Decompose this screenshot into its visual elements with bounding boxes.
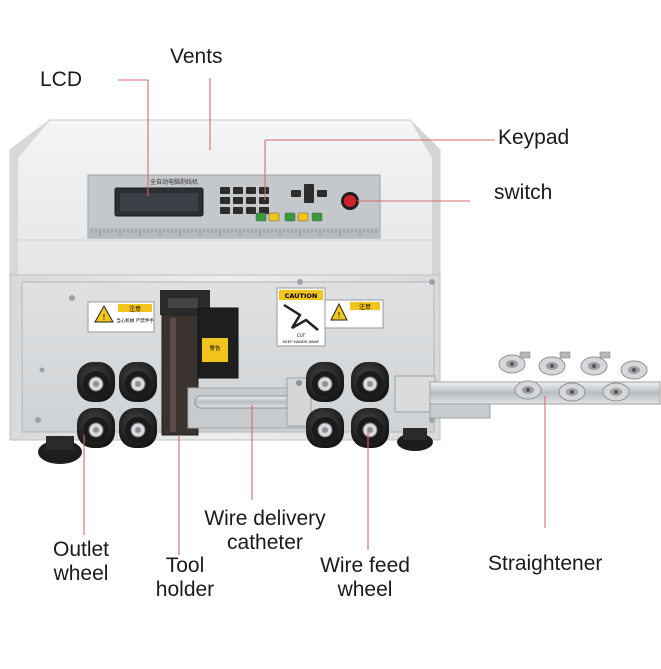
outlet-wheel-label: Outlet wheel — [40, 538, 122, 586]
tool-holder: 警告 — [160, 290, 239, 436]
outlet-wheel-label-line2: wheel — [53, 562, 109, 585]
keypad-key[interactable] — [259, 197, 269, 204]
wire-feed-wheel — [351, 408, 389, 448]
outlet-wheel — [77, 362, 115, 402]
vents-label: Vents — [170, 45, 223, 68]
panel-ruler — [91, 229, 377, 236]
straightener-roller — [580, 356, 608, 376]
function-key[interactable] — [297, 212, 309, 222]
machine-feet — [38, 428, 433, 464]
arrow-key[interactable] — [291, 190, 301, 197]
straightener-roller — [602, 382, 630, 402]
leader-lines — [83, 78, 546, 555]
keypad — [220, 184, 327, 222]
keypad-key[interactable] — [220, 207, 230, 214]
straightener-roller — [558, 382, 586, 402]
panel-header-text: 全自动电脑剥线机 — [150, 178, 198, 186]
keypad-key[interactable] — [246, 187, 256, 194]
straightener-roller — [538, 356, 566, 376]
tool-holder-label: Tool holder — [146, 554, 224, 602]
arrow-key[interactable] — [304, 190, 314, 197]
cut-text: CUT — [297, 333, 306, 338]
lcd-label: LCD — [40, 68, 83, 91]
caution-sign-left: ! 注意 当心机械 严禁伸手 — [87, 301, 155, 333]
svg-text:!: ! — [337, 311, 340, 320]
adjustment-knob — [599, 351, 611, 359]
caution-label: 注意 — [129, 305, 141, 313]
function-key[interactable] — [284, 212, 296, 222]
keypad-key[interactable] — [246, 207, 256, 214]
adjustment-knob — [559, 351, 571, 359]
tool-sticker-text: 警告 — [209, 344, 221, 352]
wire-feed-wheel-label: Wire feed wheel — [306, 554, 424, 602]
power-switch-button[interactable] — [344, 195, 356, 207]
straightener-roller — [514, 380, 542, 400]
caution-sign-center: CAUTION CUT KEEP HANDS AWAY — [276, 287, 326, 347]
catheter-label-line2: catheter — [227, 531, 303, 554]
wire-feed-wheel-label-line1: Wire feed — [320, 554, 410, 577]
arrow-key[interactable] — [317, 190, 327, 197]
outlet-wheel-label-line1: Outlet — [52, 538, 110, 561]
adjustment-knob — [519, 351, 531, 359]
function-key[interactable] — [268, 212, 280, 222]
straightener — [394, 351, 661, 419]
wire-delivery-catheter — [187, 377, 312, 429]
straightener-label: Straightener — [488, 552, 603, 575]
keep-hands-away-text: KEEP HANDS AWAY — [283, 339, 320, 344]
control-panel: 全自动电脑剥线机 — [87, 174, 381, 239]
tool-holder-label-line1: Tool — [165, 554, 205, 577]
caution-sign-right: ! 注意 — [324, 299, 384, 329]
straightener-roller — [498, 354, 526, 374]
function-key[interactable] — [255, 212, 267, 222]
catheter-label-line1: Wire delivery — [204, 507, 326, 530]
switch-label: switch — [494, 181, 553, 204]
svg-text:!: ! — [102, 313, 105, 322]
keypad-key[interactable] — [233, 187, 243, 194]
function-key[interactable] — [311, 212, 323, 222]
tool-holder-label-line2: holder — [155, 578, 215, 601]
wire-feed-wheel — [306, 362, 344, 402]
outlet-wheel — [119, 362, 157, 402]
keypad-key[interactable] — [246, 197, 256, 204]
wire-feed-wheel-label-line2: wheel — [337, 578, 393, 601]
warning-text: 当心机械 严禁伸手 — [116, 317, 154, 324]
keypad-key[interactable] — [233, 197, 243, 204]
caution-center-label: CAUTION — [285, 292, 318, 300]
wire-feed-wheel — [306, 408, 344, 448]
arrow-key[interactable] — [304, 196, 314, 203]
wire-feed-wheel — [351, 362, 389, 402]
keypad-key[interactable] — [259, 187, 269, 194]
straightener-rollers — [498, 351, 648, 402]
wheel-assembly — [77, 362, 389, 448]
tool-holder-sticker — [202, 338, 228, 362]
keypad-key[interactable] — [259, 207, 269, 214]
caution-right-label: 注意 — [359, 303, 371, 311]
wire-delivery-catheter-label: Wire delivery catheter — [190, 507, 340, 555]
outlet-wheel — [77, 408, 115, 448]
keypad-key[interactable] — [220, 197, 230, 204]
keypad-key[interactable] — [220, 187, 230, 194]
keypad-label: Keypad — [498, 126, 570, 149]
keypad-key[interactable] — [233, 207, 243, 214]
arrow-key[interactable] — [304, 184, 314, 191]
straightener-roller — [620, 360, 648, 380]
outlet-wheel — [119, 408, 157, 448]
